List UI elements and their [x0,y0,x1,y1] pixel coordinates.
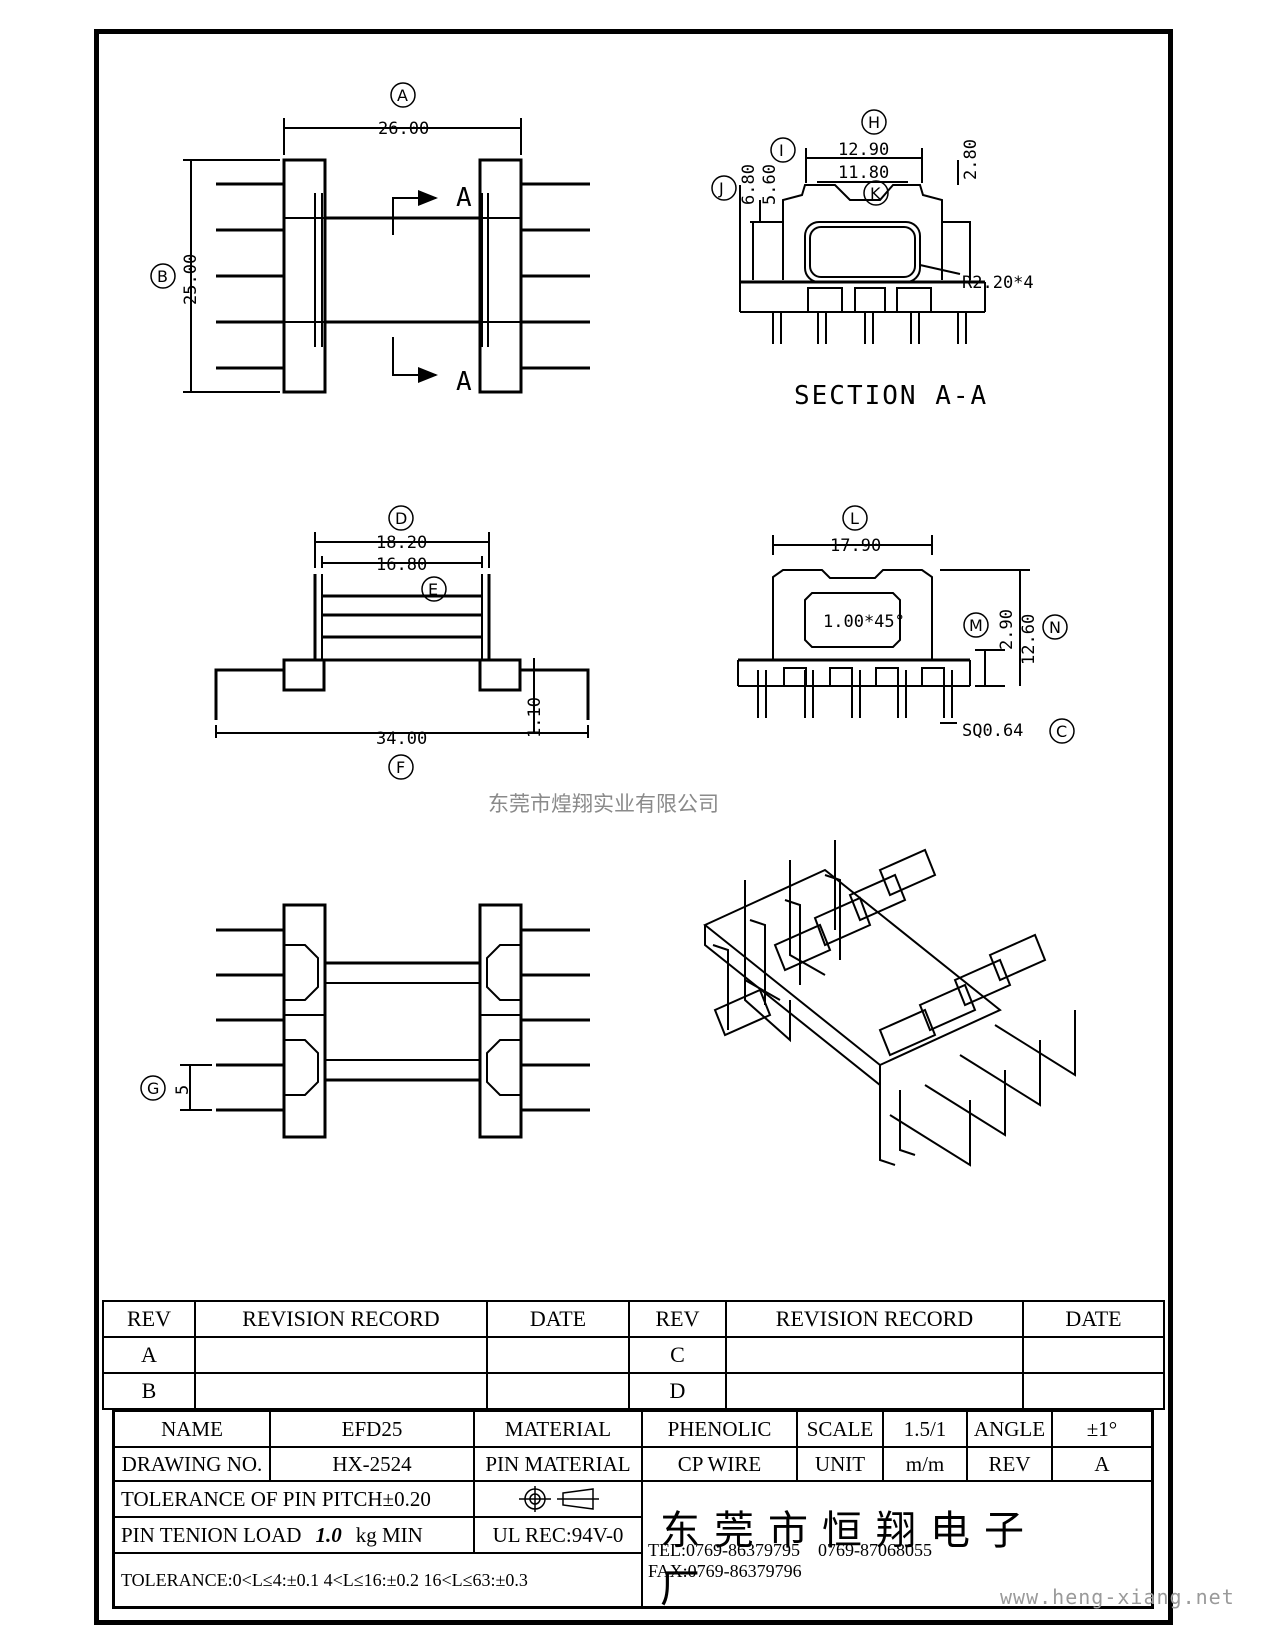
scale-label: SCALE [798,1412,884,1448]
pin-load-value: 1.0 [315,1522,342,1547]
pin-material-label: PIN MATERIAL [475,1448,643,1482]
label-a: A [397,86,408,105]
header-rev-2: REV [628,1300,727,1338]
pin-load-suffix: kg MIN [355,1522,423,1547]
projection-symbol [475,1482,643,1518]
revision-row: A C [102,1336,1165,1374]
dim-pin: 1.10 [525,697,545,738]
label-g: G [147,1079,159,1098]
record-cell [194,1336,488,1374]
label-e: E [428,580,438,599]
label-l: L [850,509,859,528]
dim-m: 2.90 [997,609,1017,650]
unit-label: UNIT [798,1448,884,1482]
revision-header-row: REV REVISION RECORD DATE REV REVISION RE… [102,1300,1165,1338]
header-record-2: REVISION RECORD [725,1300,1024,1338]
date-cell [1022,1336,1165,1374]
watermark-text: 东莞市煌翔实业有限公司 [488,792,719,816]
front-view [214,532,590,738]
ul-rec: UL REC:94V-0 [475,1518,643,1554]
radius-label: R2.20*4 [962,273,1034,293]
label-h: H [868,113,880,132]
date-cell [1022,1372,1165,1410]
rev-cell: A [102,1336,196,1374]
record-cell [194,1372,488,1410]
pitch-tolerance: TOLERANCE OF PIN PITCH±0.20 [115,1482,475,1518]
scale-value: 1.5/1 [884,1412,968,1448]
section-view [739,148,986,344]
label-b: B [157,267,168,286]
dim-i: 11.80 [838,163,889,183]
title-block: NAME EFD25 MATERIAL PHENOLIC SCALE 1.5/1… [112,1409,1154,1609]
unit-value: m/m [884,1448,968,1482]
bottom-view [180,903,590,1139]
dim-e: 16.80 [376,555,427,575]
dim-b: 25.00 [181,254,201,305]
rev-cell: D [628,1372,727,1410]
record-cell [725,1372,1024,1410]
date-cell [486,1336,630,1374]
rev-label: REV [968,1448,1053,1482]
website-url: www.heng-xiang.net [1000,1585,1235,1609]
header-date: DATE [486,1300,630,1338]
header-date-2: DATE [1022,1300,1165,1338]
company-name: 东莞市恒翔电子厂 [660,1508,1038,1612]
pin-sq: SQ0.64 [962,721,1023,741]
dim-g: 5 [173,1085,193,1095]
pin-material-value: CP WIRE [643,1448,798,1482]
header-record: REVISION RECORD [194,1300,488,1338]
material-label: MATERIAL [475,1412,643,1448]
label-k: K [870,184,881,203]
label-j: J [718,179,724,198]
label-m: M [969,616,983,635]
pin-load: PIN TENION LOAD 1.0 kg MIN [115,1518,475,1554]
drawing-sheet [94,29,1173,1625]
section-mark-bottom: A [456,367,473,397]
drawing-no-label: DRAWING NO. [115,1448,271,1482]
drawing-no-value: HX-2524 [271,1448,475,1482]
label-n: N [1049,618,1061,637]
tel: TEL:0769-86379795 0769-87068055 [648,1540,932,1560]
side-view [737,535,1030,724]
label-c: C [1056,722,1067,741]
dim-l: 17.90 [830,536,881,556]
revision-row: B D [102,1372,1165,1410]
angle-value: ±1° [1053,1412,1151,1448]
name-value: EFD25 [271,1412,475,1448]
header-rev: REV [102,1300,196,1338]
top-view [183,118,590,394]
rev-cell: B [102,1372,196,1410]
projection-icon [519,1486,599,1512]
record-cell [725,1336,1024,1374]
material-value: PHENOLIC [643,1412,798,1448]
rev-cell: C [628,1336,727,1374]
label-i: I [779,141,784,160]
dim-a: 26.00 [378,119,429,139]
rev-value: A [1053,1448,1151,1482]
section-title: SECTION A-A [794,381,988,411]
dim-top: 2.80 [961,139,981,180]
label-f: F [396,758,405,777]
dim-d: 18.20 [376,533,427,553]
dim-j2: 5.60 [760,164,780,205]
isometric-view [703,840,1076,1167]
angle-label: ANGLE [968,1412,1053,1448]
dim-j1: 6.80 [739,164,759,205]
section-mark-top: A [456,183,473,213]
label-d: D [395,509,407,528]
revision-table: REV REVISION RECORD DATE REV REVISION RE… [102,1300,1165,1410]
pin-load-prefix: PIN TENION LOAD [121,1522,302,1547]
dim-f: 34.00 [376,729,427,749]
name-label: NAME [115,1412,271,1448]
tolerance-note: TOLERANCE:0<L≤4:±0.1 4<L≤16:±0.2 16<L≤63… [115,1554,643,1606]
dim-n: 12.60 [1019,614,1039,665]
date-cell [486,1372,630,1410]
chamfer-label: 1.00*45° [823,612,905,632]
dim-h: 12.90 [838,140,889,160]
fax: FAX:0769-86379796 [648,1561,802,1581]
